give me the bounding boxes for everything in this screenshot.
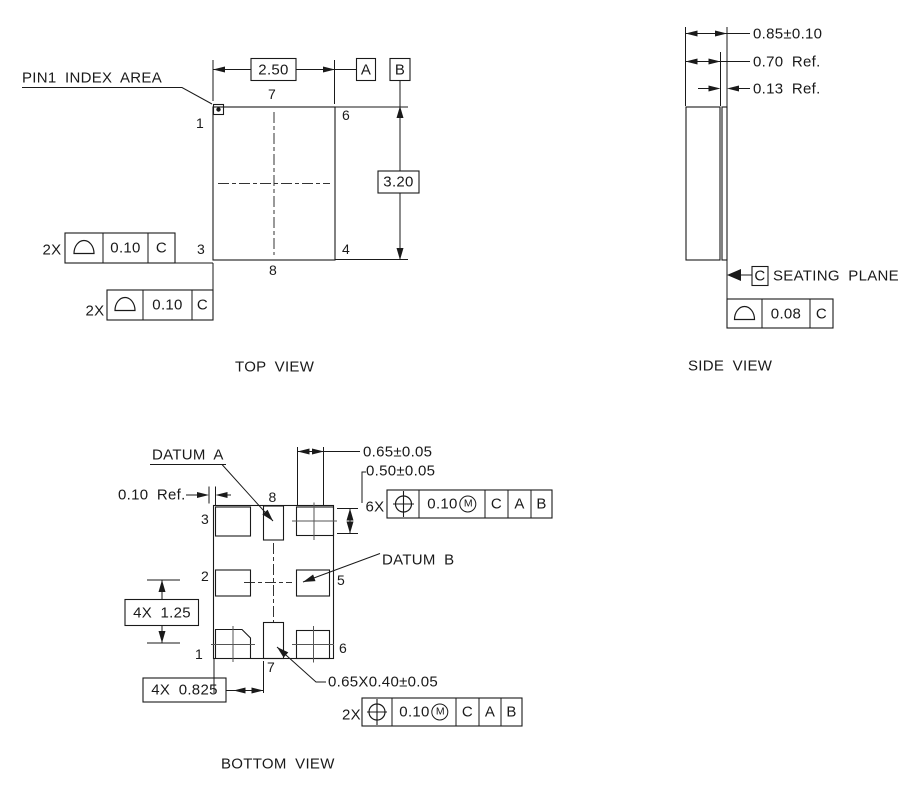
datum-a-callout: DATUM A (152, 446, 224, 463)
seating-plane-label: SEATING PLANE (773, 267, 899, 284)
fcf1-datum: C (155, 239, 168, 257)
side-fcf-tolerance: 0.08 (770, 305, 802, 322)
top-pin-7: 7 (267, 85, 277, 102)
dim-center-pad: 0.65X0.40±0.05 (328, 673, 439, 691)
true-position-icon (393, 491, 414, 517)
top-pin-8: 8 (268, 262, 278, 278)
fcf2-qty: 2X (85, 302, 105, 319)
dim-total-height: 0.85±0.10 (753, 25, 823, 42)
dim-pad-height: 0.50±0.05 (366, 462, 436, 480)
bottom-pin-7: 7 (266, 659, 276, 675)
top-view-title: TOP VIEW (235, 358, 315, 375)
side-view-linework (685, 27, 834, 329)
dim-pad-width: 0.65±0.05 (363, 443, 433, 461)
fcf-6x-qty: 6X (365, 498, 385, 516)
datum-b-callout: DATUM B (382, 551, 455, 568)
dim-col-pitch: 4X 0.825 (151, 681, 218, 699)
true-position-icon (367, 699, 387, 725)
dim-body-height: 0.70 Ref. (753, 53, 821, 70)
fcf2-tolerance: 0.10 (152, 296, 183, 314)
fcf-2x-datum-1: C (461, 703, 474, 721)
bottom-pin-3: 3 (200, 511, 210, 527)
pad-8 (262, 505, 285, 541)
dim-edge-ref: 0.10 Ref. (118, 486, 186, 503)
fcf-6x-datum-2: A (514, 495, 525, 513)
bottom-view-title: BOTTOM VIEW (221, 755, 335, 772)
pin1-index-callout: PIN1 INDEX AREA (22, 69, 163, 87)
pad-1-centerlines (211, 626, 255, 662)
profile-of-surface-icon (73, 239, 95, 255)
top-fcf2-frame (106, 289, 214, 321)
seating-datum-c-box (751, 265, 769, 287)
fcf-2x-tolerance: 0.10 M (399, 703, 449, 721)
bottom-pin-5: 5 (336, 571, 346, 588)
mmc-modifier-icon: M (459, 495, 477, 513)
side-view-body-outline (685, 106, 721, 261)
top-fcf1-frame (64, 232, 176, 264)
pad-3 (214, 506, 252, 537)
datum-a-label: A (360, 61, 372, 78)
top-pin-4: 4 (341, 240, 351, 257)
fcf1-qty: 2X (42, 241, 62, 259)
pin1-index-dot (216, 107, 221, 112)
top-view-body-outline (212, 106, 336, 261)
mmc-modifier-icon: M (431, 703, 449, 721)
datum-b-label: B (394, 61, 406, 78)
dim-width-value: 2.50 (258, 61, 289, 78)
pad-7 (262, 621, 285, 660)
side-fcf-datum: C (815, 305, 828, 322)
fcf1-tolerance: 0.10 (110, 239, 141, 257)
fcf-2x-datum-3: B (506, 703, 517, 721)
side-fcf-frame (726, 298, 834, 329)
dim-box-width (250, 57, 297, 82)
fcf2-datum: C (196, 296, 209, 314)
bottom-pin-8: 8 (268, 488, 277, 505)
fcf-2x-datum-2: A (484, 703, 496, 721)
seating-datum-c: C (754, 267, 766, 285)
dim-box-height (377, 170, 420, 194)
bottom-pin-6: 6 (338, 639, 348, 656)
seating-plane-datum-triangle-icon (727, 269, 741, 281)
top-pin-3: 3 (196, 241, 206, 257)
pin1-index-box (212, 103, 225, 116)
pad-6-centerlines (292, 626, 334, 663)
pad-2 (214, 569, 252, 597)
pad-4-centerlines (292, 502, 337, 540)
side-view-title: SIDE VIEW (688, 357, 773, 374)
bottom-fcf-2x-frame (361, 697, 523, 727)
profile-of-surface-icon (733, 305, 756, 321)
side-view-lid-outline (721, 106, 728, 261)
pad-1 (214, 628, 252, 660)
fcf-6x-tolerance: 0.10 M (427, 495, 477, 513)
bottom-view-linework (124, 447, 553, 727)
dim-lid-thickness: 0.13 Ref. (753, 80, 821, 97)
fcf-6x-datum-3: B (536, 495, 547, 513)
top-pin-1: 1 (195, 115, 205, 131)
dim-height-value: 3.20 (383, 173, 414, 191)
fcf-2x-qty: 2X (342, 706, 361, 723)
bottom-pin-2: 2 (200, 567, 210, 584)
top-pin-6: 6 (341, 106, 351, 123)
dim-row-pitch: 4X 1.25 (133, 604, 191, 621)
top-view-linework (22, 57, 420, 321)
profile-of-surface-icon (114, 296, 136, 312)
fcf-6x-datum-1: C (490, 495, 503, 513)
pad-5 (295, 569, 331, 597)
bottom-pin-1: 1 (194, 645, 204, 662)
bottom-fcf-6x-frame (386, 489, 553, 519)
datum-a-box (355, 57, 377, 82)
